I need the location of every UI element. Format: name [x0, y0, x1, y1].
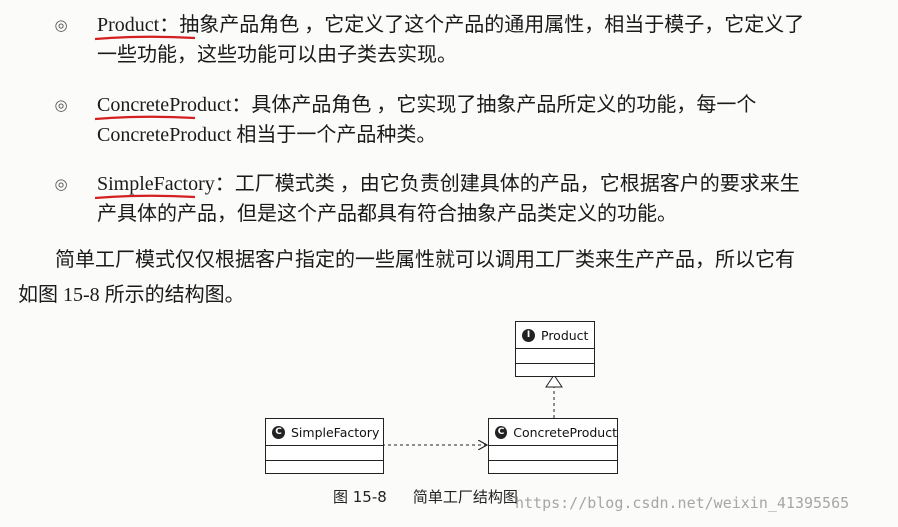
term-name: SimpleFactory	[97, 173, 215, 195]
bullet-paragraph-product: Product：抽象产品角色 ，它定义了这个产品的通用属性，相当于模子，它定义了…	[97, 10, 875, 70]
figure-caption: 图 15-8 简单工厂结构图	[333, 486, 518, 507]
uml-class-product: I Product	[515, 321, 595, 377]
term-highlight: SimpleFactory：工厂模式类	[97, 173, 340, 195]
uml-class-name: Product	[541, 327, 589, 343]
term-colon: ：	[214, 173, 235, 195]
line-text: ，由它负责创建具体的产品，它根据客户的要求来生	[339, 173, 800, 195]
term-name: ConcreteProduct	[97, 94, 232, 116]
bullet-icon: ◎	[54, 16, 68, 34]
uml-class-name: SimpleFactory	[291, 424, 380, 440]
class-icon: C	[495, 425, 508, 439]
summary-line: 如图 15-8 所示的结构图。	[18, 284, 245, 306]
line-text: 一些功能，这些功能可以由子类去实现。	[97, 44, 457, 66]
uml-attribute-section	[516, 349, 594, 364]
line-text: 产具体的产品，但是这个产品都具有符合抽象产品类定义的功能。	[97, 203, 677, 225]
term-colon: ：	[159, 14, 180, 36]
line-text: ，它定义了这个产品的通用属性，相当于模子，它定义了	[304, 14, 805, 36]
bullet-icon: ◎	[54, 175, 68, 193]
figure-title: 简单工厂结构图	[412, 488, 518, 506]
term-role: 抽象产品角色	[179, 14, 300, 36]
term-colon: ：	[231, 94, 252, 116]
summary-line: 简单工厂模式仅仅根据客户指定的一些属性就可以调用工厂类来生产产品，所以它有	[55, 249, 795, 271]
term-highlight: ConcreteProduct：具体产品角色	[97, 94, 376, 116]
uml-attribute-section	[266, 446, 383, 461]
bullet-icon: ◎	[54, 96, 68, 114]
figure-number: 图 15-8	[333, 488, 387, 506]
uml-class-header: C ConcreteProduct	[489, 419, 617, 446]
uml-attribute-section	[489, 446, 617, 461]
uml-class-name: ConcreteProduct	[513, 424, 617, 440]
uml-class-header: C SimpleFactory	[266, 419, 383, 446]
line-text: ConcreteProduct 相当于一个产品种类。	[97, 124, 437, 146]
realization-triangle-icon	[545, 374, 563, 388]
bullet-paragraph-simple-factory: SimpleFactory：工厂模式类 ，由它负责创建具体的产品，它根据客户的要…	[97, 169, 875, 229]
red-underline	[95, 114, 195, 122]
term-role: 工厂模式类	[234, 173, 335, 195]
term-name: Product	[97, 14, 160, 36]
interface-icon: I	[522, 328, 535, 342]
line-text: ，它实现了抽象产品所定义的功能，每一个	[376, 94, 757, 116]
term-role: 具体产品角色	[251, 94, 372, 116]
uml-class-header: I Product	[516, 322, 594, 349]
watermark-url: https://blog.csdn.net/weixin_41395565	[515, 494, 850, 512]
class-icon: C	[272, 425, 285, 439]
red-underline	[95, 34, 195, 42]
term-highlight: Product：抽象产品角色	[97, 14, 304, 36]
uml-class-concrete-product: C ConcreteProduct	[488, 418, 618, 474]
bullet-paragraph-concrete-product: ConcreteProduct：具体产品角色 ，它实现了抽象产品所定义的功能，每…	[97, 90, 875, 150]
red-underline	[95, 193, 195, 201]
uml-class-simple-factory: C SimpleFactory	[265, 418, 384, 474]
